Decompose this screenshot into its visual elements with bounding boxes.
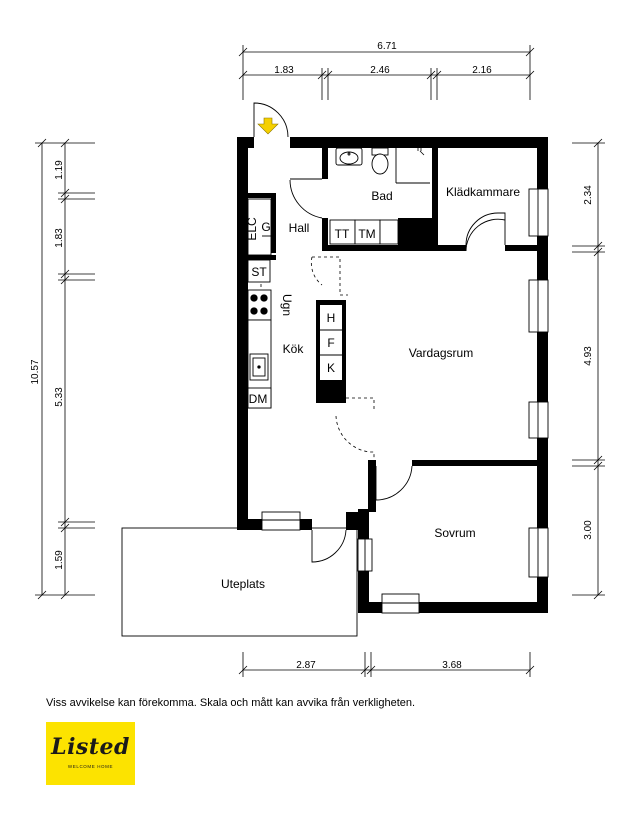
fixture-st: ST (251, 265, 267, 279)
fixture-dm-box (247, 387, 272, 409)
room-uteplats: Uteplats (221, 577, 265, 591)
shower-icon (416, 144, 425, 156)
fixture-st-box (247, 259, 271, 283)
fixture-tt: TT (335, 227, 350, 241)
dim-top-1: 1.83 (274, 65, 294, 76)
fixture-g: G (261, 220, 270, 234)
fixture-f: F (327, 336, 334, 350)
dim-left-4: 1.59 (54, 550, 65, 570)
dim-right-2: 4.93 (583, 346, 594, 366)
room-vardagsrum: Vardagsrum (409, 346, 473, 360)
dim-top-3: 2.16 (472, 65, 492, 76)
laundry-units (329, 219, 399, 245)
dim-left-3: 5.33 (54, 387, 65, 407)
dimension-lines (35, 45, 605, 677)
room-kok: Kök (283, 342, 305, 356)
stove-icon (247, 289, 272, 321)
doors (253, 102, 506, 563)
windows (261, 188, 549, 614)
kitchen-sink-icon (249, 353, 269, 381)
dim-top-2: 2.46 (370, 65, 390, 76)
fixture-tm: TM (358, 227, 375, 241)
dim-right-3: 3.00 (583, 520, 594, 540)
dim-top-total: 6.71 (377, 41, 397, 52)
dim-right-1: 2.34 (583, 185, 594, 205)
fixture-elc: ELC (245, 217, 259, 241)
listed-logo: Listed WELCOME HOME (46, 722, 135, 785)
bath-fixtures (335, 147, 430, 184)
fixture-h: H (327, 311, 336, 325)
dim-bottom-1: 2.87 (296, 660, 316, 671)
entrance-arrow-icon (257, 117, 279, 135)
disclaimer: Viss avvikelse kan förekomma. Skala och … (46, 697, 416, 709)
dim-left-1: 1.19 (54, 160, 65, 180)
room-sovrum: Sovrum (434, 526, 475, 540)
hfk-column (316, 300, 346, 403)
uteplats-area (121, 527, 358, 637)
room-hall: Hall (289, 221, 310, 235)
room-kladkammare: Klädkammare (446, 185, 520, 199)
logo-brand: Listed (51, 734, 130, 760)
dim-left-total: 10.57 (30, 359, 41, 384)
elc-cabinet (247, 198, 276, 256)
fixture-ugn: Ugn (280, 294, 294, 316)
walls (237, 137, 548, 613)
logo-tagline: WELCOME HOME (67, 764, 114, 769)
room-bad: Bad (371, 189, 392, 203)
dim-bottom-2: 3.68 (442, 660, 462, 671)
fixture-k: K (327, 361, 335, 375)
fixture-dm: DM (249, 392, 268, 406)
dim-left-2: 1.83 (54, 228, 65, 248)
